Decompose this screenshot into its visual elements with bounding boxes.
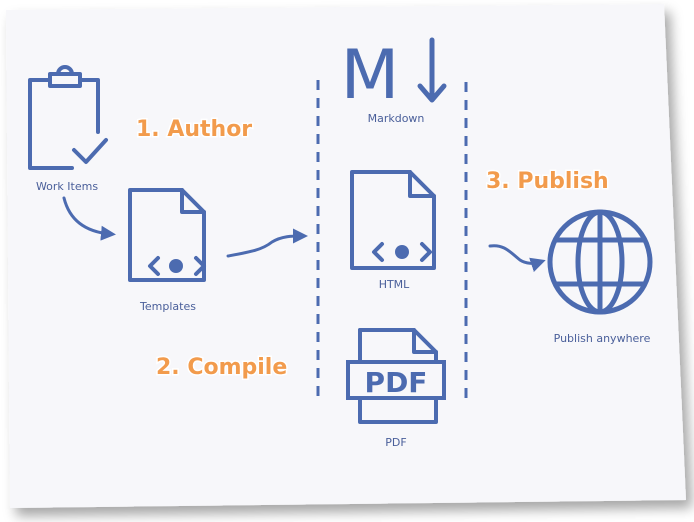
- publish-anywhere-label: Publish anywhere: [554, 332, 651, 345]
- markdown-icon: M: [341, 36, 447, 115]
- step-author: 1. Author: [136, 117, 252, 142]
- html-code-document-icon: [350, 170, 436, 270]
- code-document-icon: [128, 188, 206, 282]
- arrow-workitems-to-templates: [62, 196, 116, 241]
- step-compile: 2. Compile: [156, 355, 287, 380]
- arrow-compile-to-publish: [488, 244, 546, 272]
- arrow-templates-to-compile: [226, 228, 308, 258]
- pdf-document-icon: PDF: [346, 328, 446, 424]
- card-background: [6, 4, 686, 508]
- work-items-label: Work Items: [36, 180, 98, 193]
- markdown-icon-letter: M: [341, 36, 400, 115]
- templates-label: Templates: [139, 300, 196, 313]
- pdf-label: PDF: [385, 436, 406, 449]
- step-publish: 3. Publish: [486, 169, 609, 194]
- markdown-label: Markdown: [368, 112, 425, 125]
- globe-icon: [547, 209, 653, 315]
- html-label: HTML: [379, 278, 410, 291]
- pdf-icon-text: PDF: [365, 366, 428, 399]
- clipboard-check-icon: [28, 65, 108, 170]
